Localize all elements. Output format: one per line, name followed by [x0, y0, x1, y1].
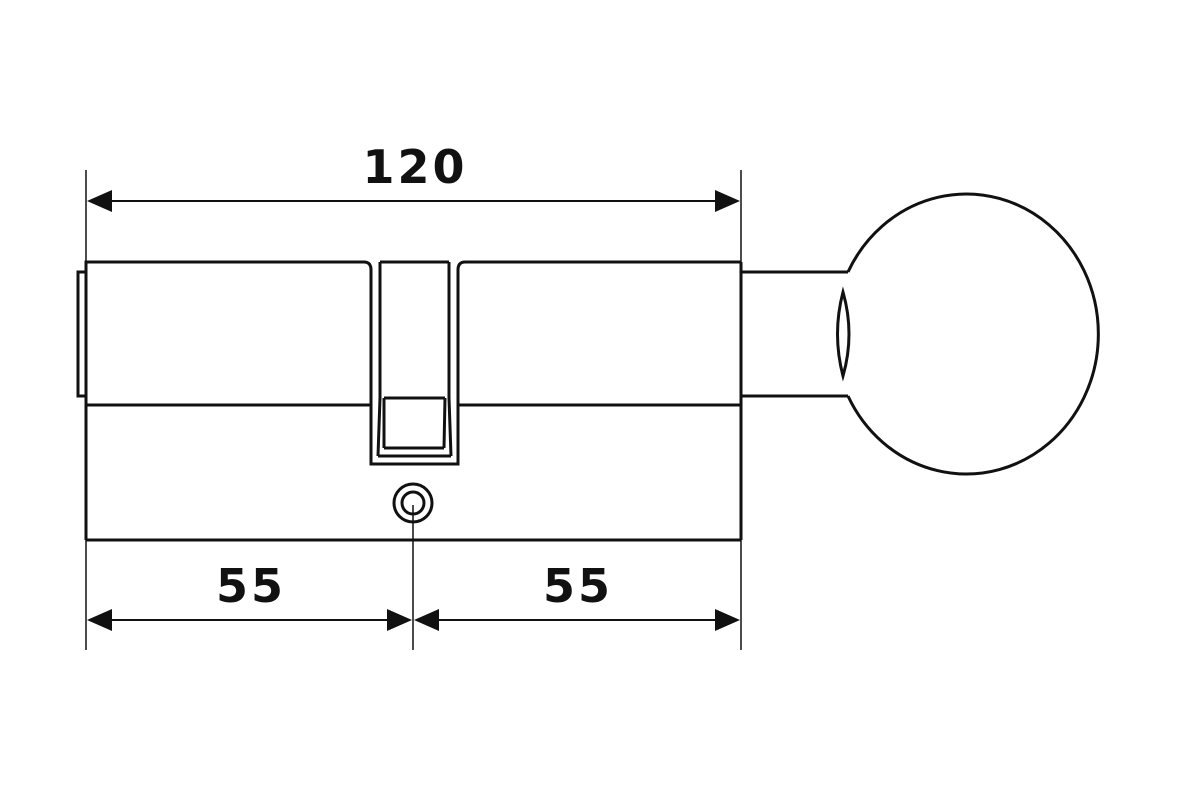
thumb-turn-knob	[741, 192, 1100, 476]
dimension-right: 55	[414, 559, 740, 631]
dimension-left: 55	[87, 559, 412, 631]
arrowhead-left-start	[87, 609, 112, 631]
arrowhead-total-left	[87, 190, 112, 212]
cam-lever-right	[442, 397, 447, 449]
cylinder-body	[76, 260, 743, 542]
arrowhead-right-end	[715, 609, 740, 631]
knob-slot-icon	[836, 286, 851, 382]
cam-slot-inner-left	[376, 262, 382, 457]
cam-slot-inner-right	[447, 262, 453, 457]
cam-slot	[369, 260, 460, 466]
screw-hole-outer	[392, 482, 434, 524]
arrowhead-left-end	[387, 609, 412, 631]
dimension-total: 120	[87, 140, 740, 212]
arrowhead-total-right	[715, 190, 740, 212]
arrowhead-right-start	[414, 609, 439, 631]
cam-slot-outer	[369, 405, 460, 466]
knob-shaft	[741, 270, 848, 398]
dimension-label-right: 55	[543, 559, 613, 613]
cylinder-top-left	[84, 260, 373, 405]
dimension-label-left: 55	[216, 559, 286, 613]
dimension-label-total: 120	[362, 140, 467, 194]
knob-ball	[846, 192, 1100, 476]
cylinder-top-right	[456, 260, 741, 405]
screw-hole	[392, 482, 434, 524]
screw-hole-inner	[400, 490, 426, 516]
